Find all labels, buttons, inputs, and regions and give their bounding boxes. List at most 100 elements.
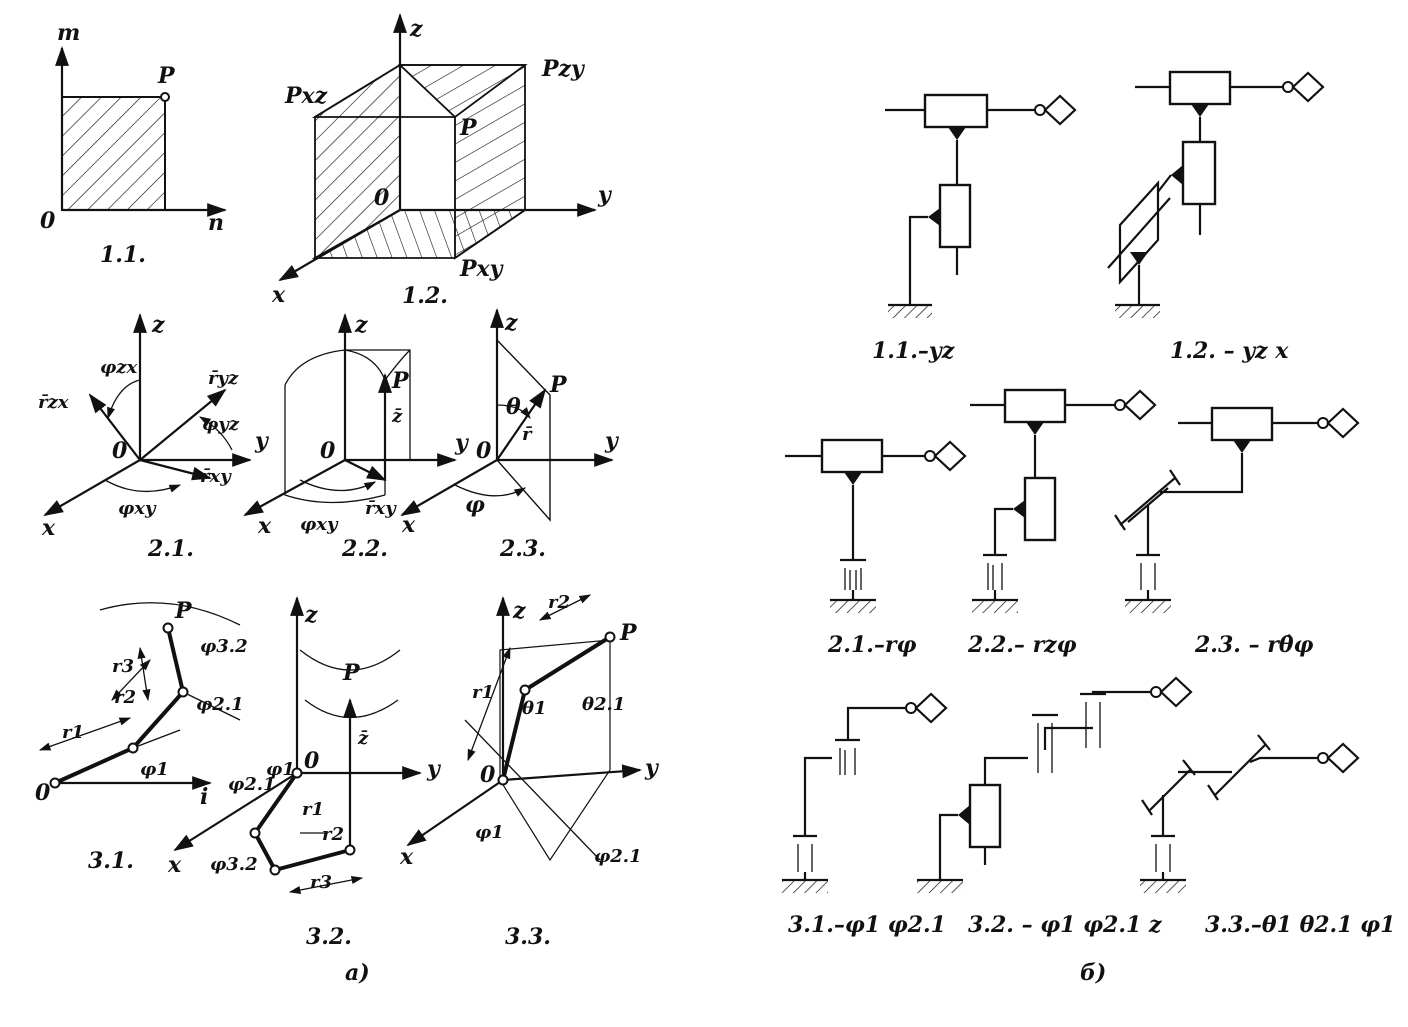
plane-label-xy: Pxy — [459, 256, 505, 282]
axis-label-x: x — [167, 852, 182, 878]
point-label: P — [459, 115, 478, 141]
axis-label-x: x — [41, 515, 56, 541]
axis-label-y: y — [597, 182, 613, 208]
plane-label-xz: Pxz — [284, 83, 328, 109]
axis-label-x: x — [401, 512, 416, 538]
label-r-vec: r̄ — [522, 424, 533, 445]
origin-label: 0 — [40, 208, 56, 234]
label-r2: r2 — [548, 592, 570, 613]
caption: 2.1. — [147, 536, 194, 562]
scheme-2-2: 2.2.– rzφ — [967, 388, 1157, 658]
point-label: P — [174, 598, 193, 624]
part-b-label: б) — [1080, 960, 1106, 986]
caption: 3.1. — [88, 848, 134, 874]
label-phi: φ — [465, 492, 485, 518]
label-phi-zx: φzx — [100, 357, 138, 378]
axis-label-y: y — [254, 428, 270, 454]
plane-label-zy: Pzy — [541, 56, 586, 82]
label-phi-yz: φyz — [202, 414, 240, 435]
fig-1-1: m n 0 P 1.1. — [40, 20, 227, 268]
caption: 2.3. — [499, 536, 546, 562]
origin-label: 0 — [35, 780, 51, 806]
label-phi21: φ2.1 — [594, 846, 642, 867]
label-phi1: φ1 — [140, 759, 169, 780]
axis-label-z: z — [504, 310, 518, 336]
caption: 1.1. — [100, 242, 146, 268]
scheme-1-1: 1.1.–yz — [872, 93, 1077, 364]
label-phi-xy: φxy — [300, 514, 339, 535]
part-a-label: а) — [345, 960, 370, 986]
label-phi1: φ1 — [475, 822, 504, 843]
caption-s23: 2.3. – rθ̇φ — [1194, 632, 1314, 658]
fig-2-1: z y x 0 r̄zx r̄yz r̄xy φzx φyz φxy 2.1. — [38, 312, 270, 562]
label-r-zx: r̄zx — [38, 392, 69, 413]
caption: 3.3. — [505, 924, 551, 950]
caption-s33: 3.3.–θ1 θ2.1 φ1 — [1205, 912, 1395, 938]
label-theta21: θ2.1 — [582, 694, 625, 715]
origin-label: 0 — [112, 438, 128, 464]
caption-s11: 1.1.–yz — [872, 338, 955, 364]
point-label: P — [619, 620, 638, 646]
scheme-2-3: 2.3. – rθ̇φ — [1114, 406, 1360, 658]
scheme-1-2: 1.2. – yz x — [1107, 70, 1325, 364]
label-r1: r1 — [302, 799, 324, 820]
label-r-yz: r̄yz — [208, 368, 239, 389]
fig-3-3: z y x 0 P r1 r2 θ1 θ2.1 φ1 φ2.1 3.3. — [399, 592, 660, 950]
point-label: P — [157, 63, 176, 89]
origin-label: 0 — [480, 762, 496, 788]
fig-3-2: z y x 0 P z̄ φ1 φ2.1 φ3.2 r1 r2 r3 3.2. — [167, 596, 442, 950]
caption-s12: 1.2. – yz x — [1170, 338, 1289, 364]
axis-label-y: y — [604, 428, 620, 454]
axis-label-i: i — [200, 784, 208, 810]
axis-label-z: z — [304, 602, 318, 628]
label-r2: r2 — [114, 687, 136, 708]
axis-label-m: m — [57, 20, 80, 46]
label-r1: r1 — [62, 722, 84, 743]
caption-s22: 2.2.– rzφ — [967, 632, 1077, 658]
fig-2-3: z y x 0 P r̄ θ φ 2.3. — [400, 308, 620, 562]
caption: 1.2. — [402, 283, 448, 309]
axis-label-n: n — [208, 210, 224, 236]
caption: 2.2. — [341, 536, 388, 562]
label-phi-xy: φxy — [118, 498, 157, 519]
axis-label-x: x — [257, 513, 272, 539]
origin-label: 0 — [476, 438, 492, 464]
axis-label-y: y — [454, 430, 470, 456]
label-phi21: φ2.1 — [228, 774, 276, 795]
caption-s21: 2.1.–rφ — [827, 632, 917, 658]
label-phi32: φ3.2 — [210, 854, 258, 875]
label-phi32: φ3.2 — [200, 636, 248, 657]
label-r3: r3 — [112, 656, 134, 677]
origin-label: 0 — [320, 438, 336, 464]
caption-s31: 3.1.–φ1 φ2.1 — [788, 912, 946, 938]
axis-label-z: z — [512, 598, 526, 624]
fig-1-2: z y x 0 P Pxz Pzy Pxy 1.2. — [271, 13, 613, 309]
label-phi21: φ2.1 — [196, 694, 244, 715]
axis-label-y: y — [426, 756, 442, 782]
origin-label: 0 — [374, 185, 390, 211]
point-label: P — [391, 368, 410, 394]
label-theta: θ — [506, 394, 521, 420]
axis-label-x: x — [399, 844, 414, 870]
scheme-3-1: 3.1.–φ1 φ2.1 — [782, 692, 948, 938]
scheme-2-1: 2.1.–rφ — [785, 438, 967, 658]
axis-label-y: y — [644, 755, 660, 781]
label-r-xy: r̄xy — [200, 466, 232, 487]
label-z-vec: z̄ — [357, 728, 369, 749]
fig-3-1: 0 i P r1 r2 r3 φ1 φ2.1 φ3.2 3.1. — [35, 598, 248, 874]
axis-label-z: z — [354, 312, 368, 338]
scheme-3-3: 3.3.–θ1 θ2.1 φ1 — [1140, 734, 1395, 938]
origin-label: 0 — [304, 748, 320, 774]
label-r3: r3 — [310, 872, 332, 893]
axis-label-x: x — [271, 282, 286, 308]
label-theta1: θ1 — [522, 698, 547, 719]
caption-s32: 3.2. – φ1 φ2.1 z — [968, 912, 1162, 938]
label-z-vec: z̄ — [391, 406, 403, 427]
label-r1: r1 — [472, 682, 494, 703]
label-r-xy: r̄xy — [365, 498, 397, 519]
fig-2-2: z y x 0 P z̄ r̄xy φxy 2.2. — [243, 312, 470, 562]
scheme-3-2: 3.2. – φ1 φ2.1 z — [917, 676, 1193, 938]
point-label: P — [549, 372, 568, 398]
axis-label-z: z — [409, 16, 423, 42]
